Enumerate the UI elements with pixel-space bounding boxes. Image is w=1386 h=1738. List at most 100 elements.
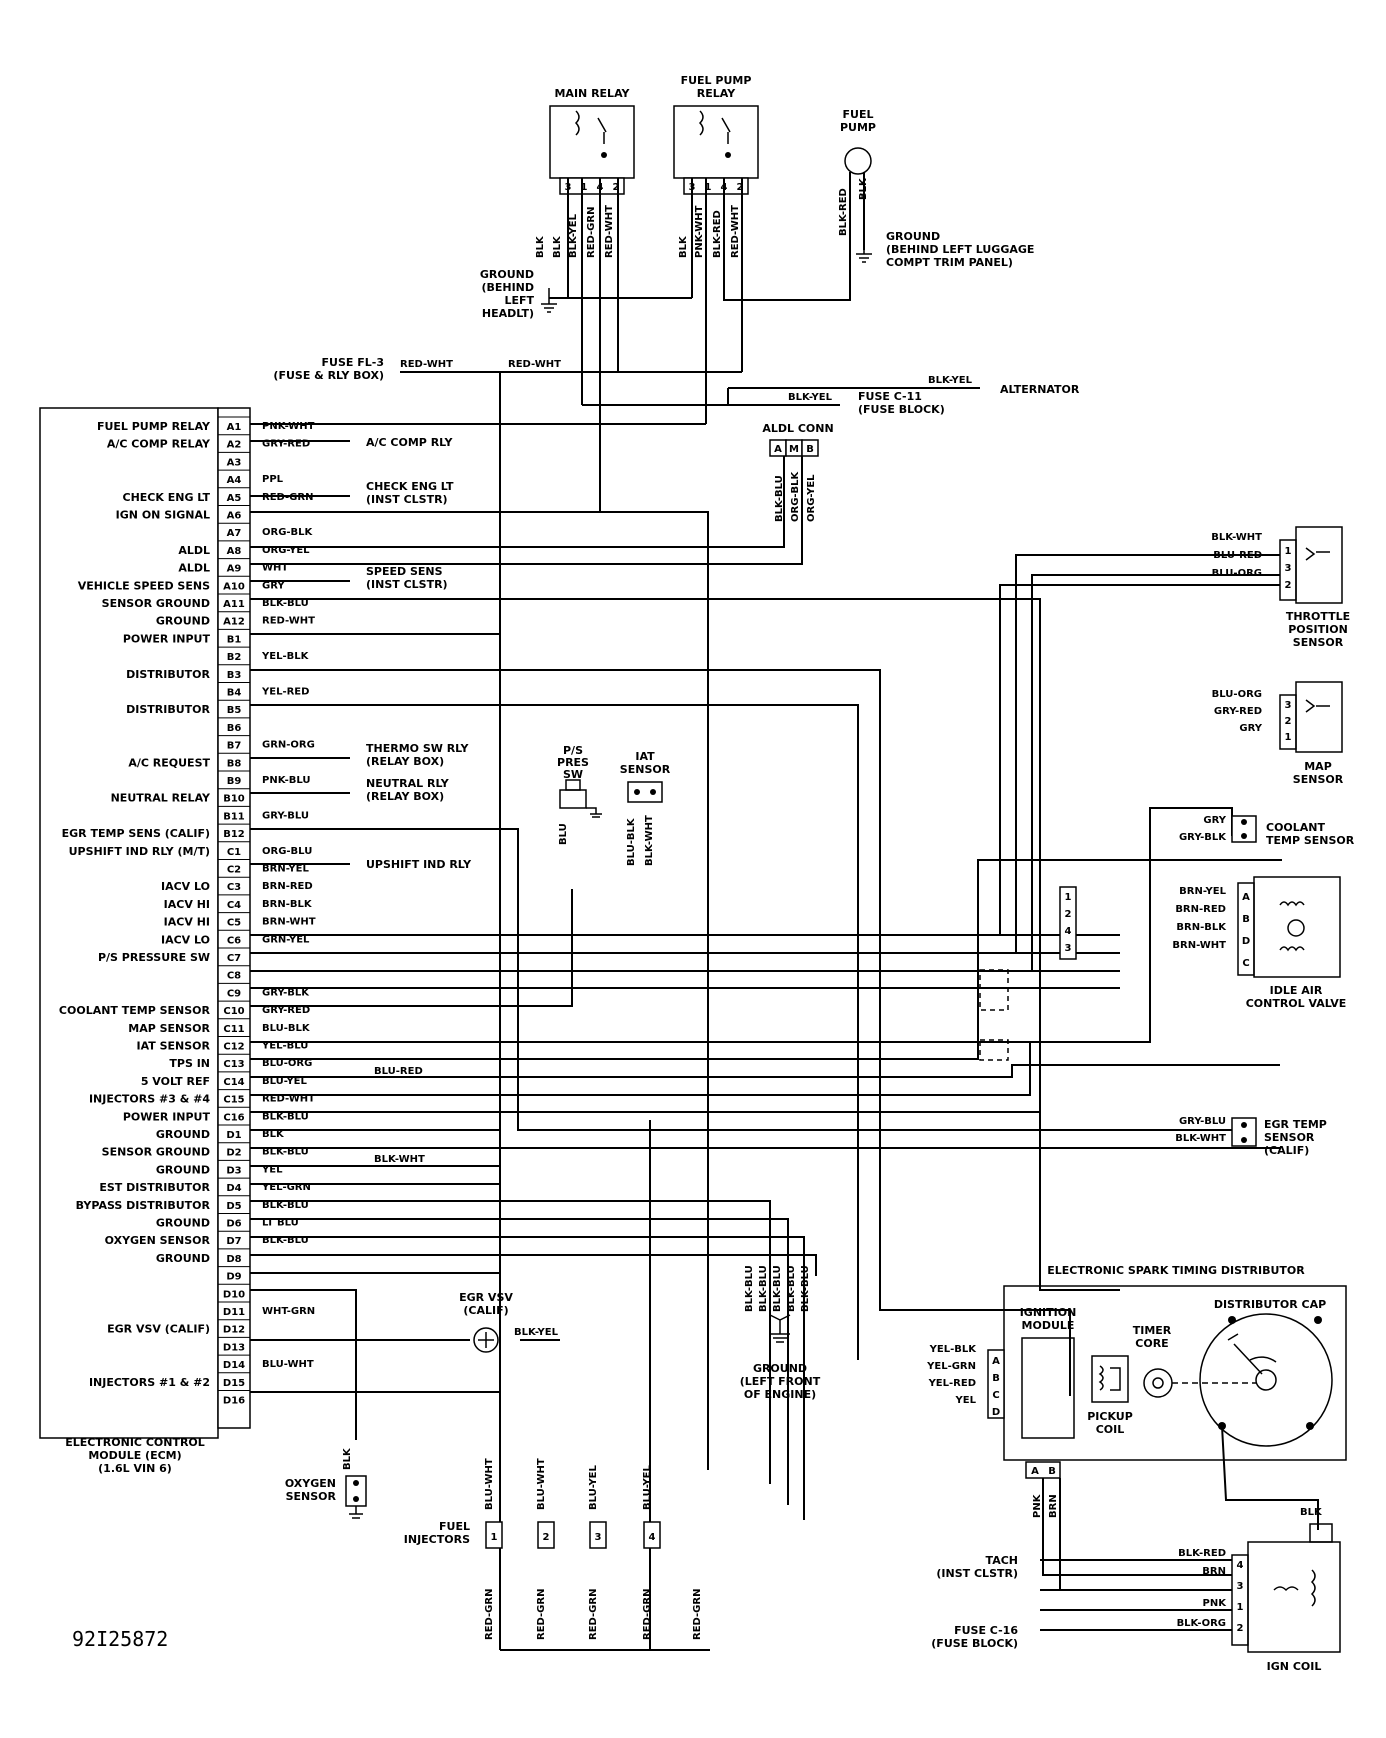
dest-neutral-2: (RELAY BOX) [366, 790, 444, 803]
wire-blk-wht-d2: BLK-WHT [374, 1154, 425, 1165]
ecm-pin-c6: C6 [227, 935, 241, 946]
ecm-pin-label: EGR VSV (CALIF) [107, 1323, 210, 1336]
injector-top-wire: BLU-YEL [588, 1464, 599, 1510]
injectors-title-1: FUEL [439, 1520, 470, 1533]
egr-temp-title-2: SENSOR [1264, 1131, 1315, 1144]
est-wire: YEL-BLK [929, 1344, 978, 1355]
ecm-pin-label: P/S PRESSURE SW [98, 951, 210, 964]
injector-number: 3 [595, 1532, 602, 1543]
ecm-pin-label: DISTRIBUTOR [126, 703, 210, 716]
coolant-title-2: TEMP SENSOR [1266, 834, 1355, 847]
injector-top-wire: BLU-YEL [642, 1464, 653, 1510]
ecm-pin-label: INJECTORS #1 & #2 [89, 1376, 210, 1389]
injector-bottom-wire: RED-GRN [536, 1589, 547, 1640]
est-pin: A [992, 1356, 1000, 1367]
egr-temp-title-3: (CALIF) [1264, 1144, 1309, 1157]
ecm-pin-d1: D1 [226, 1130, 241, 1141]
ecm-wire-color: LT BLU [262, 1218, 299, 1229]
main-relay-wire: RED-WHT [604, 205, 615, 258]
ecm-pin-label: SENSOR GROUND [102, 1146, 210, 1159]
ecm-pin-d2: D2 [226, 1148, 241, 1159]
oxygen-title-1: OXYGEN [285, 1477, 336, 1490]
ecm-pin-d14: D14 [223, 1360, 245, 1371]
ecm-wire-color: BLK-BLU [262, 598, 309, 609]
iacv-valve-pin: A [1242, 892, 1250, 903]
main-relay-wire: BLK [552, 235, 563, 258]
ecm-wire-color: WHT [262, 563, 288, 574]
ecm-wire-color: BLU-WHT [262, 1359, 314, 1370]
ps-title-2: PRES [557, 756, 589, 769]
dest-check-eng-1: CHECK ENG LT [366, 480, 454, 493]
ecm-pin-label: BYPASS DISTRIBUTOR [76, 1199, 211, 1212]
gnd-right-2: (BEHIND LEFT LUGGAGE [886, 243, 1034, 256]
ecm-pin-label: DISTRIBUTOR [126, 668, 210, 681]
main-relay-wire: BLK-YEL [568, 213, 579, 258]
oxygen-sensor [345, 1475, 367, 1519]
ecm-pin-label: GROUND [156, 1252, 210, 1265]
ecm-wire-color: BRN-RED [262, 881, 313, 892]
dest-speed-1: SPEED SENS [366, 565, 443, 578]
tps-pin: 3 [1285, 563, 1292, 574]
egr-vsv-title-1: EGR VSV [459, 1291, 513, 1304]
gnd-left-4: HEADLT) [482, 307, 534, 320]
map-wire: GRY-RED [1214, 706, 1262, 717]
ecm-pin-d8: D8 [226, 1254, 241, 1265]
est-bottom-pin: B [1048, 1466, 1056, 1477]
ecm-wire-color: WHT-GRN [262, 1306, 315, 1317]
wire-red-wht-b: RED-WHT [508, 359, 561, 370]
dest-thermo-1: THERMO SW RLY [366, 742, 469, 755]
est-blk-wire: BLK [1300, 1507, 1323, 1518]
ecm-pin-d6: D6 [226, 1219, 241, 1230]
fuel-pump-label-2: PUMP [840, 121, 876, 134]
ecm-pin-label: GROUND [156, 1217, 210, 1230]
coil-wire: PNK [1203, 1598, 1228, 1609]
est-wire: YEL-GRN [926, 1361, 976, 1372]
map-pin: 1 [1285, 732, 1292, 743]
ecm-pin-d11: D11 [223, 1307, 245, 1318]
oxygen-wire: BLK [342, 1447, 353, 1470]
est-distributor [987, 1285, 1347, 1591]
aldl-pin: M [789, 444, 799, 455]
tps-pin: 1 [1285, 546, 1292, 557]
ecm-wire-color: PNK-BLU [262, 775, 311, 786]
ecm-pin-label: ALDL [178, 544, 210, 557]
fuel-pump-label-1: FUEL [843, 108, 874, 121]
gnd-front-title-2: (LEFT FRONT [740, 1375, 821, 1388]
dest-neutral-1: NEUTRAL RLY [366, 777, 450, 790]
dest-thermo-2: (RELAY BOX) [366, 755, 444, 768]
map-pin: 3 [1285, 700, 1292, 711]
coil-wire: BLK-RED [1178, 1548, 1226, 1559]
map-pin: 2 [1285, 716, 1292, 727]
map-sensor [1279, 681, 1343, 753]
iacv-conn-pin: 2 [1065, 909, 1072, 920]
aldl-wire: BLK-BLU [774, 475, 785, 522]
iacv-valve-pin: D [1242, 936, 1250, 947]
ecm-pin-c8: C8 [227, 971, 241, 982]
ecm-pin-d12: D12 [223, 1325, 245, 1336]
ecm-pin-label: MAP SENSOR [128, 1022, 210, 1035]
map-title-1: MAP [1304, 760, 1332, 773]
est-wire: YEL-RED [928, 1378, 976, 1389]
ecm-wire-color: BLK-BLU [262, 1147, 309, 1158]
injector-number: 1 [491, 1532, 498, 1543]
fuel-pump-relay-label-2: RELAY [697, 87, 736, 100]
ground-symbol-left [541, 288, 557, 313]
iat-wire-1: BLU-BLK [626, 817, 637, 866]
pump-wire: BLK [858, 177, 869, 200]
egr-vsv [473, 1327, 499, 1353]
ecm-pin-d4: D4 [226, 1183, 241, 1194]
fuse-fl3-1: FUSE FL-3 [322, 356, 384, 369]
relay-pin: 2 [613, 182, 620, 193]
ecm-wire-color: GRY-RED [262, 1005, 310, 1016]
tps-wire: BLU-RED [1213, 550, 1262, 561]
ecm-pin-label: UPSHIFT IND RLY (M/T) [69, 845, 210, 858]
main-relay-label: MAIN RELAY [554, 87, 630, 100]
ecm-wire-color: BLK-BLU [262, 1200, 309, 1211]
relay-pin-strip [683, 177, 749, 195]
injector-top-wire: BLU-WHT [536, 1458, 547, 1510]
iacv-connector [1059, 886, 1077, 960]
fuse-c11-1: FUSE C-11 [858, 390, 922, 403]
aldl-conn-label: ALDL CONN [762, 422, 833, 435]
